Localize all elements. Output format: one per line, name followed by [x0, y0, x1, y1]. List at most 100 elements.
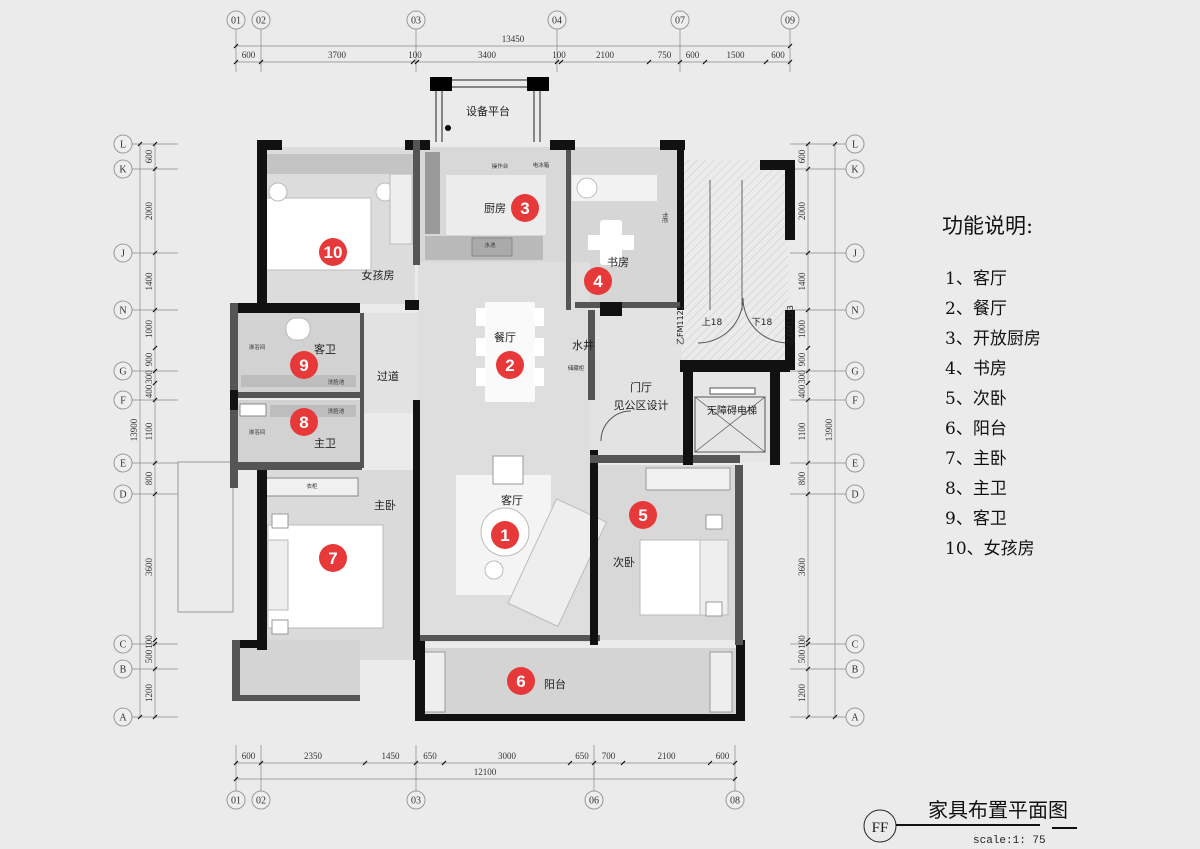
axis-label: 08 — [730, 796, 740, 807]
legend-item: 6、阳台 — [945, 419, 1007, 439]
left-dim: 600 — [144, 149, 154, 163]
dim-tick — [805, 380, 811, 386]
marker-circle — [584, 267, 612, 295]
dim-tick — [152, 714, 158, 720]
top-dim: 3400 — [478, 50, 497, 60]
marker-number: 10 — [324, 243, 343, 262]
dim-tick — [702, 59, 708, 65]
dim-tick — [137, 141, 143, 147]
dim-tick — [805, 641, 811, 647]
dim-tick — [258, 760, 264, 766]
right-dim: 400 — [797, 384, 807, 398]
marker-circle — [511, 194, 539, 222]
axis-label: D — [851, 490, 858, 501]
left-dim: 900 — [144, 352, 154, 366]
axis-label: L — [852, 140, 858, 151]
dim-tick — [152, 641, 158, 647]
left-dim: 2000 — [144, 202, 154, 221]
bottom-dim: 600 — [716, 751, 730, 761]
marker-circle — [507, 667, 535, 695]
axis-label: 04 — [552, 16, 562, 27]
dim-tick — [805, 491, 811, 497]
top-dim: 2100 — [596, 50, 615, 60]
axis-label: F — [852, 396, 858, 407]
right-dim: 1400 — [797, 272, 807, 291]
dim-tick — [137, 714, 143, 720]
dim-tick — [152, 666, 158, 672]
label-corridor: 过道 — [377, 369, 399, 383]
legend-title: 功能说明: — [942, 214, 1033, 238]
dim-tick — [152, 460, 158, 466]
dim-tick — [787, 43, 793, 49]
marker-number: 2 — [505, 356, 514, 375]
label-washbasin-2: 洗脸池 — [328, 407, 345, 415]
equipment-platform — [430, 77, 549, 142]
room-marker-3: 3 — [511, 194, 539, 222]
axis-label: 01 — [231, 796, 241, 807]
left-dim: 100 — [144, 635, 154, 649]
dim-tick — [591, 760, 597, 766]
label-bookcase: 书柜 — [661, 212, 669, 224]
dim-tick — [233, 43, 239, 49]
legend-item: 3、开放厨房 — [945, 329, 1041, 349]
label-dining: 餐厅 — [494, 330, 516, 344]
legend-item: 9、客卫 — [945, 509, 1007, 529]
label-second-bedroom: 次卧 — [613, 555, 635, 569]
left-dim: 3600 — [144, 558, 154, 577]
dim-tick — [152, 380, 158, 386]
left-dim: 300 — [144, 370, 154, 384]
room-marker-8: 8 — [290, 408, 318, 436]
bottom-dim: 2350 — [304, 751, 323, 761]
dim-tick — [152, 250, 158, 256]
marker-number: 1 — [500, 526, 509, 545]
marker-number: 9 — [299, 356, 308, 375]
axis-label: 02 — [256, 16, 266, 27]
marker-circle — [629, 501, 657, 529]
dim-tick — [554, 59, 560, 65]
label-wardrobe: 衣柜 — [306, 482, 318, 490]
dim-tick — [233, 776, 239, 782]
label-girls-room: 女孩房 — [362, 268, 395, 282]
dim-tick — [832, 714, 838, 720]
dim-tick — [805, 460, 811, 466]
room-marker-5: 5 — [629, 501, 657, 529]
dim-tick — [258, 59, 264, 65]
dim-tick — [805, 666, 811, 672]
right-dim: 1100 — [797, 422, 807, 440]
left-dim: 1200 — [144, 684, 154, 703]
axis-label: F — [120, 396, 126, 407]
dim-tick — [567, 760, 573, 766]
label-master-bath: 主卫 — [314, 437, 336, 450]
dim-tick — [152, 345, 158, 351]
axis-label: 01 — [231, 16, 241, 27]
dim-tick — [152, 637, 158, 643]
label-fire-door-right: 乙FM1123 — [786, 305, 795, 345]
marker-circle — [491, 521, 519, 549]
dim-tick — [413, 760, 419, 766]
dim-tick — [805, 166, 811, 172]
top-dim: 600 — [686, 50, 700, 60]
marker-number: 8 — [299, 413, 308, 432]
axis-label: E — [852, 459, 858, 470]
label-study: 书房 — [607, 256, 629, 269]
axis-label: J — [121, 249, 125, 260]
axis-label: G — [119, 367, 126, 378]
marker-number: 6 — [516, 672, 525, 691]
legend-item: 1、客厅 — [945, 269, 1007, 289]
right-dim: 1200 — [797, 684, 807, 703]
axis-label: A — [119, 713, 127, 724]
label-stairs-up: 上18 — [702, 317, 723, 328]
dim-tick — [805, 250, 811, 256]
room-marker-2: 2 — [496, 351, 524, 379]
left-dim: 500 — [144, 649, 154, 663]
left-total-dim: 13900 — [129, 418, 139, 441]
axis-label: B — [852, 665, 859, 676]
marker-circle — [319, 544, 347, 572]
top-dim: 100 — [408, 50, 422, 60]
right-dim: 2000 — [797, 202, 807, 221]
right-dim: 3600 — [797, 558, 807, 577]
label-counter: 操作台 — [492, 162, 509, 170]
dim-tick — [410, 59, 416, 65]
dim-tick — [732, 760, 738, 766]
label-shower-1: 淋浴间 — [249, 343, 266, 351]
